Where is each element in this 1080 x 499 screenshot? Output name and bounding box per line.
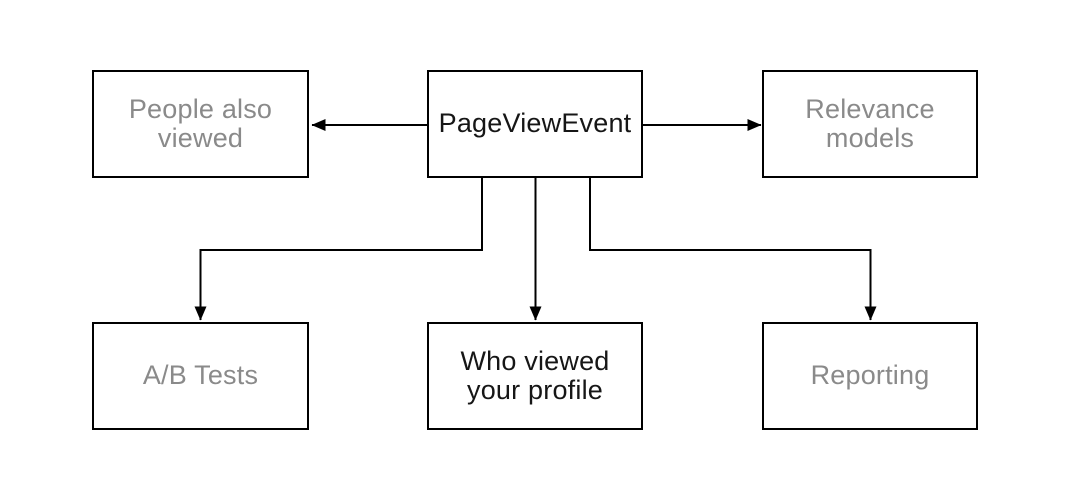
node-relevance-models: Relevance models	[762, 70, 978, 178]
node-page-view-event: PageViewEvent	[427, 70, 643, 178]
arrow-pageviewevent-to-ab-tests	[194, 177, 483, 321]
node-label-line: PageViewEvent	[438, 108, 632, 139]
node-label-line: Relevance	[805, 93, 935, 124]
node-label-line: Reporting	[810, 360, 930, 391]
node-label-line: A/B Tests	[142, 360, 259, 391]
node-who-viewed-your-profile: Who viewed your profile	[427, 322, 643, 430]
node-label-line: People also	[128, 93, 273, 124]
node-label-line: viewed	[157, 123, 244, 153]
node-label-line: Who viewed	[460, 345, 610, 376]
node-people-also-viewed: People also viewed	[92, 70, 309, 178]
node-label-line: models	[825, 123, 915, 153]
node-ab-tests: A/B Tests	[92, 322, 309, 430]
node-label-line: your profile	[467, 375, 603, 405]
arrow-pageviewevent-to-reporting	[589, 177, 877, 321]
node-reporting: Reporting	[762, 322, 978, 430]
